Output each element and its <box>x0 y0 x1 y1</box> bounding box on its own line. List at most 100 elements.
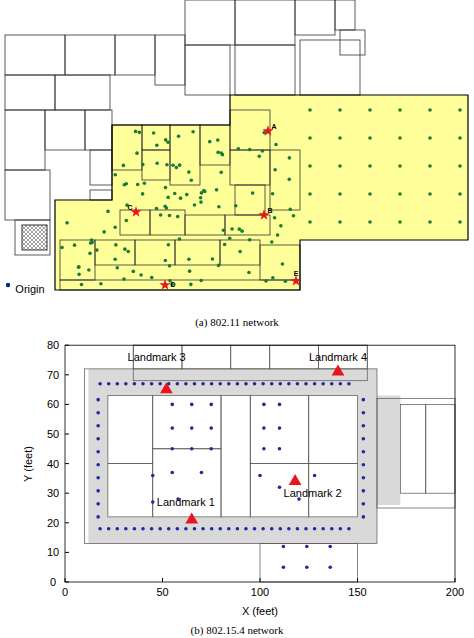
measurement-point <box>253 527 257 531</box>
measurement-point <box>251 191 255 195</box>
measurement-point <box>308 136 312 140</box>
tick <box>260 578 261 582</box>
measurement-point <box>95 248 99 252</box>
measurement-point <box>173 192 177 196</box>
measurement-point <box>216 138 220 142</box>
room-wall <box>153 396 221 449</box>
room-wall <box>300 40 360 95</box>
measurement-point <box>244 527 248 531</box>
measurement-point <box>77 265 81 269</box>
measurement-point <box>458 192 462 196</box>
measurement-point <box>308 192 312 196</box>
measurement-point <box>138 131 142 135</box>
tick <box>65 374 69 375</box>
measurement-point <box>282 545 286 549</box>
tick-label: 30 <box>47 488 59 499</box>
measurement-point <box>273 168 277 172</box>
room-wall <box>5 110 45 170</box>
landmark-triangle <box>160 382 173 393</box>
measurement-point <box>209 403 213 407</box>
measurement-point <box>339 527 343 531</box>
measurement-point <box>273 216 277 220</box>
measurement-point <box>261 382 265 386</box>
measurement-point <box>238 227 242 231</box>
measurement-point <box>270 240 274 244</box>
landmark-letter: C <box>127 204 132 211</box>
measurement-point <box>313 382 317 386</box>
room-wall <box>235 0 295 45</box>
landmark-label: Landmark 2 <box>284 488 342 499</box>
measurement-point <box>179 196 183 200</box>
measurement-point <box>170 447 174 451</box>
room-wall <box>220 240 260 265</box>
measurement-point <box>368 108 372 112</box>
caption: (b) 802.15.4 network <box>191 625 284 636</box>
landmark-label: Landmark 1 <box>157 497 215 508</box>
measurement-point <box>428 108 432 112</box>
measurement-point <box>368 136 372 140</box>
tick <box>65 522 69 523</box>
measurement-point <box>107 382 111 386</box>
landmark-label: Landmark 3 <box>128 352 186 363</box>
measurement-point <box>281 262 285 266</box>
measurement-point <box>96 398 100 402</box>
measurement-point <box>164 186 168 190</box>
measurement-point <box>261 527 265 531</box>
tick <box>65 404 69 405</box>
landmark-letter: B <box>267 207 272 214</box>
measurement-point <box>362 489 366 493</box>
tick-label: 70 <box>47 369 59 380</box>
axes-frame <box>65 345 455 582</box>
measurement-point <box>99 282 103 286</box>
measurement-point <box>170 403 174 407</box>
measurement-point <box>168 264 172 268</box>
measurement-point <box>73 243 77 247</box>
plan-b <box>65 345 455 582</box>
measurement-point <box>124 527 128 531</box>
building-outline <box>55 95 468 290</box>
measurement-point <box>143 182 147 186</box>
landmark-label: Landmark 4 <box>309 352 367 363</box>
measurement-point <box>305 545 309 549</box>
measurement-point <box>199 200 203 204</box>
measurement-point <box>244 382 248 386</box>
room-wall <box>85 369 378 544</box>
tick <box>65 578 66 582</box>
room-wall <box>230 150 270 185</box>
measurement-point <box>305 565 309 569</box>
measurement-point <box>114 243 118 247</box>
measurement-point <box>211 257 215 261</box>
measurement-point <box>193 382 197 386</box>
measurement-point <box>175 166 179 170</box>
room-wall <box>90 190 112 200</box>
measurement-point <box>185 193 189 197</box>
room-wall <box>85 110 112 150</box>
measurement-point <box>106 210 110 214</box>
measurement-point <box>230 227 234 231</box>
measurement-point <box>135 151 139 155</box>
room-wall <box>185 215 225 235</box>
measurement-point <box>113 225 117 229</box>
room-wall <box>221 396 250 517</box>
measurement-point <box>362 450 366 454</box>
measurement-point <box>362 437 366 441</box>
measurement-point <box>150 276 154 280</box>
measurement-point <box>292 214 296 218</box>
measurement-point <box>217 205 221 209</box>
measurement-point <box>313 527 317 531</box>
measurement-point <box>136 183 140 187</box>
measurement-point <box>308 220 312 224</box>
measurement-point <box>223 243 227 247</box>
room-wall <box>335 0 355 30</box>
measurement-point <box>141 527 145 531</box>
measurement-point <box>362 476 366 480</box>
measurement-point <box>278 426 282 430</box>
measurement-point <box>199 196 203 200</box>
measurement-point <box>458 108 462 112</box>
measurement-point <box>227 527 231 531</box>
tick-label: 10 <box>47 547 59 558</box>
measurement-point <box>125 219 129 223</box>
measurement-point <box>151 474 155 478</box>
measurement-point <box>238 250 242 254</box>
measurement-point <box>227 382 231 386</box>
